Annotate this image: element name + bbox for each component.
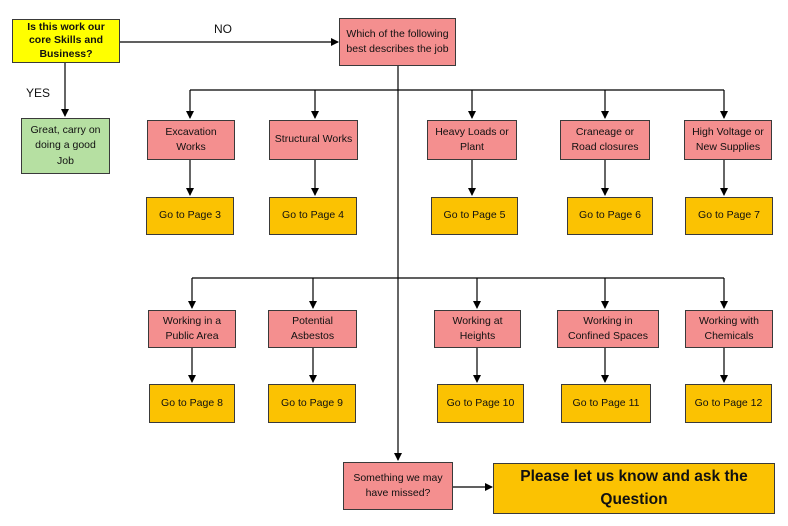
goto-label: Go to Page 11 xyxy=(572,396,640,409)
category-label: Working in a Public Area xyxy=(162,314,222,342)
category-chemicals: Working with Chemicals xyxy=(685,310,773,348)
category-excavation: Excavation Works xyxy=(147,120,235,160)
goto-label: Go to Page 3 xyxy=(159,209,221,222)
goto-label: Go to Page 4 xyxy=(282,209,344,222)
no-label: NO xyxy=(214,22,232,36)
goto-page-8[interactable]: Go to Page 8 xyxy=(149,384,235,423)
ask-question-action[interactable]: Please let us know and ask the Question xyxy=(493,463,775,514)
category-label: Working at Heights xyxy=(452,314,503,342)
category-label: Potential Asbestos xyxy=(290,314,335,342)
category-label: Excavation Works xyxy=(165,125,217,153)
goto-label: Go to Page 8 xyxy=(161,396,223,409)
category-heavy-loads: Heavy Loads or Plant xyxy=(427,120,517,160)
goto-label: Go to Page 5 xyxy=(443,209,506,222)
goto-page-9[interactable]: Go to Page 9 xyxy=(268,384,356,423)
goto-page-11[interactable]: Go to Page 11 xyxy=(561,384,651,423)
goto-page-12[interactable]: Go to Page 12 xyxy=(685,384,772,423)
category-asbestos: Potential Asbestos xyxy=(268,310,357,348)
goto-page-5[interactable]: Go to Page 5 xyxy=(431,197,518,235)
category-public-area: Working in a Public Area xyxy=(148,310,236,348)
fallback-question: Something we may have missed? xyxy=(343,462,453,510)
ask-question-text: Please let us know and ask the Question xyxy=(520,468,748,508)
goto-label: Go to Page 9 xyxy=(281,396,343,409)
goto-label: Go to Page 7 xyxy=(698,209,760,222)
yes-result: Great, carry on doing a good Job xyxy=(21,118,110,174)
goto-page-10[interactable]: Go to Page 10 xyxy=(437,384,524,423)
goto-label: Go to Page 10 xyxy=(446,396,515,409)
category-label: Heavy Loads or Plant xyxy=(435,125,509,153)
category-confined-spaces: Working in Confined Spaces xyxy=(557,310,659,348)
goto-page-6[interactable]: Go to Page 6 xyxy=(567,197,653,235)
category-label: Structural Works xyxy=(274,133,353,146)
category-heights: Working at Heights xyxy=(434,310,521,348)
start-question-text: Is this work our core Skills and Busines… xyxy=(27,20,105,60)
fallback-question-text: Something we may have missed? xyxy=(353,471,443,499)
yes-label: YES xyxy=(26,86,51,100)
selector-question-text: Which of the following best describes th… xyxy=(346,27,449,55)
category-label: High Voltage or New Supplies xyxy=(692,125,764,153)
start-question: Is this work our core Skills and Busines… xyxy=(12,19,120,63)
goto-label: Go to Page 6 xyxy=(579,209,641,222)
category-label: Working in Confined Spaces xyxy=(568,314,648,342)
category-label: Working with Chemicals xyxy=(699,314,759,342)
goto-label: Go to Page 12 xyxy=(694,396,763,409)
yes-result-text: Great, carry on doing a good Job xyxy=(30,124,101,167)
category-structural: Structural Works xyxy=(269,120,358,160)
goto-page-3[interactable]: Go to Page 3 xyxy=(146,197,234,235)
category-craneage: Craneage or Road closures xyxy=(560,120,650,160)
selector-question: Which of the following best describes th… xyxy=(339,18,456,66)
category-label: Craneage or Road closures xyxy=(571,125,639,153)
goto-page-4[interactable]: Go to Page 4 xyxy=(269,197,357,235)
category-high-voltage: High Voltage or New Supplies xyxy=(684,120,772,160)
goto-page-7[interactable]: Go to Page 7 xyxy=(685,197,773,235)
